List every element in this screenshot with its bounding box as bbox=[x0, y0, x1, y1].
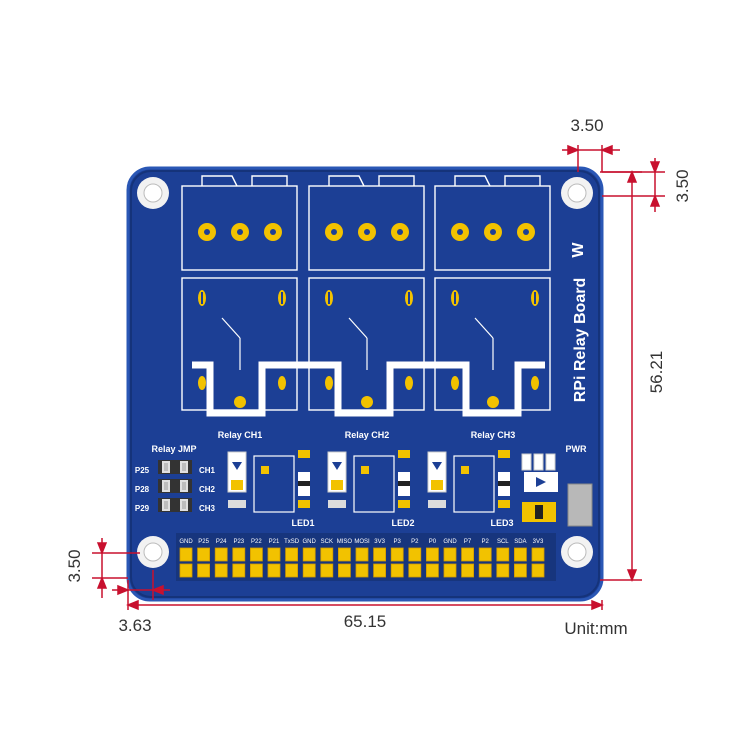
header-pin-column[interactable]: P25 bbox=[197, 539, 211, 578]
header-pin-label: P2 bbox=[482, 539, 490, 545]
relay-section bbox=[181, 175, 551, 417]
jumper-title: Relay JMP bbox=[151, 444, 196, 454]
header-pin-label: GND bbox=[303, 539, 317, 545]
dim-height: 56.21 bbox=[647, 351, 666, 394]
jumper-ch-3: CH3 bbox=[199, 504, 216, 513]
header-pin-column[interactable]: MOSI bbox=[354, 539, 370, 578]
header-pin-label: TxSD bbox=[284, 539, 300, 545]
relay-jumper bbox=[158, 460, 192, 512]
jumper-row-1[interactable] bbox=[158, 460, 192, 474]
header-pin-label: SDA bbox=[514, 539, 526, 545]
relay-label-ch3: Relay CH3 bbox=[471, 430, 516, 440]
led-label-1: LED1 bbox=[291, 518, 314, 528]
header-pin-column[interactable]: P22 bbox=[249, 539, 263, 578]
header-pin-column[interactable]: 3V3 bbox=[373, 539, 387, 578]
header-pin-label: 3V3 bbox=[374, 539, 385, 545]
board-name: RPi Relay Board bbox=[572, 278, 589, 402]
header-pin-column[interactable]: P24 bbox=[214, 539, 228, 578]
jumper-pin-2: P28 bbox=[135, 485, 150, 494]
dim-top-offset: 3.50 bbox=[570, 116, 603, 135]
driver-ch2 bbox=[327, 450, 410, 513]
header-pin-label: P24 bbox=[216, 539, 227, 545]
mounting-hole-top-right bbox=[561, 177, 593, 209]
brand-logo: W bbox=[570, 242, 587, 258]
header-pin-column[interactable]: P2 bbox=[408, 539, 422, 578]
jumper-pin-1: P25 bbox=[135, 466, 150, 475]
header-pin-label: P25 bbox=[198, 539, 209, 545]
relay-label-ch2: Relay CH2 bbox=[345, 430, 390, 440]
power-led-area bbox=[521, 453, 593, 527]
isolation-slot bbox=[192, 361, 545, 417]
header-pin-label: MISO bbox=[337, 539, 353, 545]
driver-ch3 bbox=[427, 450, 510, 513]
header-pin-column[interactable]: GND bbox=[443, 539, 457, 578]
header-pin-column[interactable]: GND bbox=[179, 539, 193, 578]
header-pin-column[interactable]: TxSD bbox=[284, 539, 300, 578]
header-pin-column[interactable]: SCK bbox=[320, 539, 334, 578]
led-label-2: LED2 bbox=[391, 518, 414, 528]
header-pin-label: SCK bbox=[321, 539, 333, 545]
mounting-hole-bottom-left bbox=[137, 536, 169, 568]
header-pin-label: P0 bbox=[429, 539, 437, 545]
mounting-hole-top-left bbox=[137, 177, 169, 209]
header-pin-label: P7 bbox=[464, 539, 472, 545]
header-pin-column[interactable]: P7 bbox=[461, 539, 475, 578]
jumper-ch-2: CH2 bbox=[199, 485, 216, 494]
header-pin-column[interactable]: P0 bbox=[425, 539, 439, 578]
led-label-3: LED3 bbox=[490, 518, 513, 528]
header-pin-column[interactable]: SCL bbox=[496, 539, 509, 578]
header-pin-label: 3V3 bbox=[533, 539, 544, 545]
header-pin-column[interactable]: MISO bbox=[337, 539, 353, 578]
jumper-row-2[interactable] bbox=[158, 479, 192, 493]
relay-label-ch1: Relay CH1 bbox=[218, 430, 263, 440]
jumper-ch-1: CH1 bbox=[199, 466, 216, 475]
header-pin-column[interactable]: P2 bbox=[478, 539, 492, 578]
dim-bottom-offset: 3.63 bbox=[118, 616, 151, 635]
header-pin-label: P21 bbox=[269, 539, 280, 545]
header-pin-column[interactable]: SDA bbox=[514, 539, 527, 578]
header-pin-label: GND bbox=[179, 539, 193, 545]
header-pin-label: P22 bbox=[251, 539, 262, 545]
dim-left-offset: 3.50 bbox=[65, 549, 84, 582]
header-pin-column[interactable]: P3 bbox=[390, 539, 404, 578]
mounting-hole-bottom-right bbox=[561, 536, 593, 568]
header-pin-label: SCL bbox=[497, 539, 509, 545]
header-pin-label: P23 bbox=[233, 539, 244, 545]
header-pin-column[interactable]: GND bbox=[303, 539, 317, 578]
header-pin-label: P2 bbox=[411, 539, 419, 545]
header-pin-label: GND bbox=[443, 539, 457, 545]
header-pin-label: MOSI bbox=[354, 539, 370, 545]
header-pin-column[interactable]: P23 bbox=[232, 539, 246, 578]
power-label: PWR bbox=[566, 444, 587, 454]
driver-ch1 bbox=[227, 450, 310, 513]
header-pin-column[interactable]: P21 bbox=[267, 539, 281, 578]
header-pin-column[interactable]: 3V3 bbox=[531, 539, 545, 578]
jumper-row-3[interactable] bbox=[158, 498, 192, 512]
header-pin-label: P3 bbox=[394, 539, 402, 545]
dim-right-offset: 3.50 bbox=[673, 169, 692, 202]
driver-components bbox=[227, 450, 593, 527]
pcb-inner-edge bbox=[130, 170, 600, 598]
dimension-lines bbox=[92, 144, 665, 611]
jumper-pin-3: P29 bbox=[135, 504, 150, 513]
dim-width: 65.15 bbox=[344, 612, 387, 631]
unit-label: Unit:mm bbox=[564, 619, 627, 638]
